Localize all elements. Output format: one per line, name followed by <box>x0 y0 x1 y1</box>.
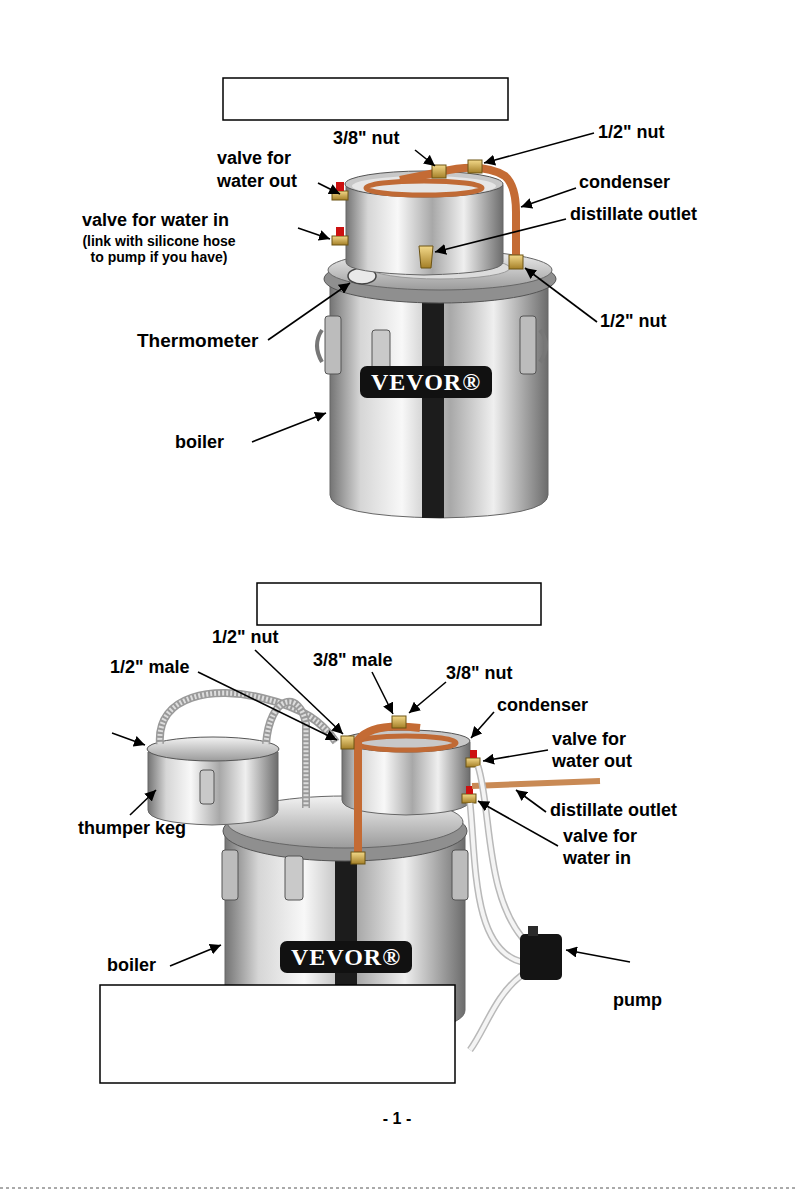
condenser-pot <box>346 185 503 275</box>
part-label: 1/2" nut <box>598 122 665 143</box>
blank-box <box>223 78 508 120</box>
part-label: valve for water in <box>563 826 663 869</box>
valve <box>466 758 480 767</box>
part-label: boiler <box>107 955 156 976</box>
valve-handle <box>470 750 477 758</box>
leader-line <box>298 228 330 239</box>
part-label: thumper keg <box>78 818 186 839</box>
leader-line <box>471 712 494 738</box>
leader-line <box>484 133 594 163</box>
page-number: - 1 - <box>357 1110 437 1128</box>
part-label: valve for water out <box>217 147 317 192</box>
part-label: condenser <box>497 695 588 716</box>
copper-pipe <box>400 168 516 262</box>
brand-badge: VEVOR® <box>360 366 492 398</box>
nut <box>351 852 365 864</box>
leader-line <box>516 790 546 812</box>
leader-line <box>483 750 548 761</box>
clamp <box>520 316 536 374</box>
leader-line <box>525 268 597 322</box>
leader-line <box>478 801 558 846</box>
clamp <box>222 850 238 900</box>
pump-nozzle <box>528 926 538 936</box>
nut <box>509 255 523 269</box>
nut <box>468 160 482 173</box>
part-label: pump <box>613 990 662 1011</box>
leader-line <box>372 672 393 714</box>
copper-coil <box>356 736 456 750</box>
valve <box>332 236 348 245</box>
clamp <box>200 770 214 804</box>
leader-line <box>268 283 350 340</box>
part-label: valve for water out <box>552 729 652 772</box>
silicone-hose <box>470 975 522 1050</box>
part-label: 1/2" male <box>110 657 190 678</box>
part-label: 3/8" nut <box>333 128 400 149</box>
note-label: (link with silicone hose to pump if you … <box>78 233 240 265</box>
leader-line <box>112 733 145 745</box>
flex-hose <box>266 702 306 808</box>
clamp <box>325 316 341 374</box>
part-label: Thermometer <box>137 330 258 352</box>
brand-name: VEVOR® <box>371 369 481 395</box>
nut <box>392 716 406 728</box>
leader-line <box>252 413 326 442</box>
silicone-hose <box>470 803 522 962</box>
leader-line <box>318 183 340 194</box>
part-label: condenser <box>579 172 670 193</box>
outlet-pipe <box>472 781 600 786</box>
blank-box <box>257 583 541 625</box>
keg-lid <box>147 737 279 761</box>
brand-name: VEVOR® <box>291 944 401 970</box>
leader-line <box>198 672 337 740</box>
valve <box>462 794 476 803</box>
copper-coil <box>366 181 482 195</box>
silicone-hose <box>470 803 522 962</box>
valve-handle <box>336 227 344 236</box>
part-label: 3/8" male <box>313 650 393 671</box>
valve-handle <box>466 786 473 794</box>
boiler-body <box>330 284 548 518</box>
leader-line <box>415 150 435 166</box>
leader-line <box>130 790 156 815</box>
valve <box>332 191 348 200</box>
nut <box>341 736 354 749</box>
pump <box>520 934 562 980</box>
part-label: 1/2" nut <box>212 627 279 648</box>
top-still <box>317 160 556 518</box>
boiler-stripe <box>422 290 444 518</box>
nut <box>432 165 446 178</box>
blank-box <box>100 985 455 1083</box>
silicone-hose <box>470 975 522 1050</box>
leader-line <box>521 188 576 207</box>
leader-line <box>409 682 446 713</box>
valve-handle <box>336 182 344 191</box>
outlet-nozzle <box>419 246 433 268</box>
leader-line <box>566 950 630 962</box>
leader-line <box>435 219 566 252</box>
part-label: 3/8" nut <box>446 663 513 684</box>
part-label: valve for water in <box>82 210 229 231</box>
clamp <box>285 856 303 900</box>
handle <box>317 330 322 362</box>
flex-hose-ribs <box>266 702 306 808</box>
thumper-keg <box>148 752 278 825</box>
leader-line <box>170 945 221 966</box>
part-label: distillate outlet <box>570 204 697 225</box>
part-label: 1/2" nut <box>600 311 667 332</box>
cut-line <box>0 1188 795 1189</box>
brand-badge: VEVOR® <box>280 941 412 973</box>
clamp <box>372 330 390 370</box>
copper-pipe <box>358 727 420 859</box>
clamp <box>452 850 468 900</box>
part-label: boiler <box>175 432 224 453</box>
handle <box>540 330 546 362</box>
part-label: distillate outlet <box>550 800 677 821</box>
